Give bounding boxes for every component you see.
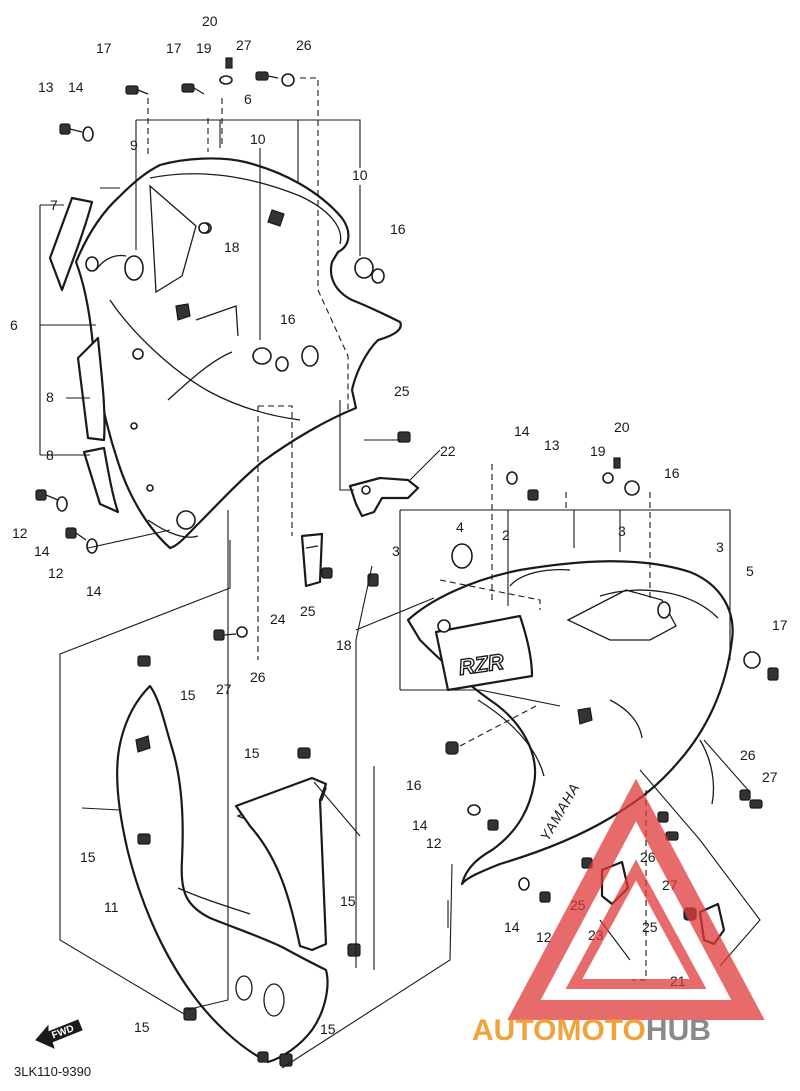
part-label: 6 xyxy=(10,317,18,333)
watermark-text: AUTOMOTOHUB xyxy=(472,1014,711,1047)
part-label: 2 xyxy=(502,527,510,543)
part-label: 13 xyxy=(38,79,54,95)
watermark-auto: AUTO xyxy=(472,1014,556,1047)
part-label: 15 xyxy=(180,687,196,703)
part-label: 16 xyxy=(406,777,422,793)
part-label: 12 xyxy=(12,525,28,541)
part-label: 20 xyxy=(614,419,630,435)
part-label: 14 xyxy=(412,817,428,833)
bracket-part-22 xyxy=(348,476,420,518)
part-label: 25 xyxy=(642,919,658,935)
part-label: 19 xyxy=(590,443,606,459)
part-label: 10 xyxy=(250,131,266,147)
part-label: 25 xyxy=(300,603,316,619)
bracket-part-24 xyxy=(300,532,324,588)
part-label: 17 xyxy=(772,617,788,633)
part-label: 4 xyxy=(456,519,464,535)
part-label: 13 xyxy=(544,437,560,453)
part-label: 22 xyxy=(440,443,456,459)
part-label: 14 xyxy=(504,919,520,935)
forward-arrow: FWD xyxy=(35,1019,83,1049)
part-label: 15 xyxy=(340,893,356,909)
part-label: 19 xyxy=(196,40,212,56)
part-label: 3 xyxy=(392,543,400,559)
part-label: 3 xyxy=(716,539,724,555)
part-label: 20 xyxy=(202,13,218,29)
hardware-fasteners xyxy=(35,57,779,1067)
part-label: 17 xyxy=(96,40,112,56)
part-label: 8 xyxy=(46,447,54,463)
part-label: 8 xyxy=(46,389,54,405)
part-label: 27 xyxy=(762,769,778,785)
lower-side-panel-part-11 xyxy=(116,684,329,1064)
fwd-label: FWD xyxy=(50,1023,75,1041)
part-label: 26 xyxy=(740,747,756,763)
part-label: 15 xyxy=(244,745,260,761)
part-label: 16 xyxy=(664,465,680,481)
part-label: 27 xyxy=(216,681,232,697)
part-label: 9 xyxy=(130,137,138,153)
part-label: 26 xyxy=(640,849,656,865)
part-label: 25 xyxy=(394,383,410,399)
part-label: 18 xyxy=(224,239,240,255)
part-label: 16 xyxy=(280,311,296,327)
part-label: 26 xyxy=(296,37,312,53)
part-label: 11 xyxy=(104,899,119,915)
part-label: 5 xyxy=(746,563,754,579)
watermark-hub: HUB xyxy=(646,1014,711,1047)
part-label: 14 xyxy=(34,543,50,559)
part-label: 12 xyxy=(426,835,442,851)
part-label: 6 xyxy=(244,91,252,107)
part-label: 14 xyxy=(68,79,84,95)
document-code: 3LK110-9390 xyxy=(14,1064,91,1079)
part-label: 27 xyxy=(236,37,252,53)
part-label: 16 xyxy=(390,221,406,237)
part-label: 14 xyxy=(86,583,102,599)
part-label: 14 xyxy=(514,423,530,439)
part-label: 12 xyxy=(48,565,64,581)
watermark-moto: MOTO xyxy=(556,1014,645,1047)
part-label: 3 xyxy=(618,523,626,539)
part-label: 24 xyxy=(270,611,286,627)
part-label: 7 xyxy=(50,197,58,213)
watermark-logo xyxy=(507,778,765,1020)
part-label: 15 xyxy=(134,1019,150,1035)
part-label: 15 xyxy=(80,849,96,865)
under-cowl-part-3: RZR YAMAHA xyxy=(406,543,761,886)
part-label: 15 xyxy=(320,1021,336,1037)
part-label: 10 xyxy=(352,167,368,183)
part-label: 17 xyxy=(166,40,182,56)
part-label: 12 xyxy=(536,929,552,945)
upper-fairing-part-6 xyxy=(48,157,402,550)
part-label: 26 xyxy=(250,669,266,685)
leader-lines xyxy=(39,77,761,1069)
part-label: 18 xyxy=(336,637,352,653)
